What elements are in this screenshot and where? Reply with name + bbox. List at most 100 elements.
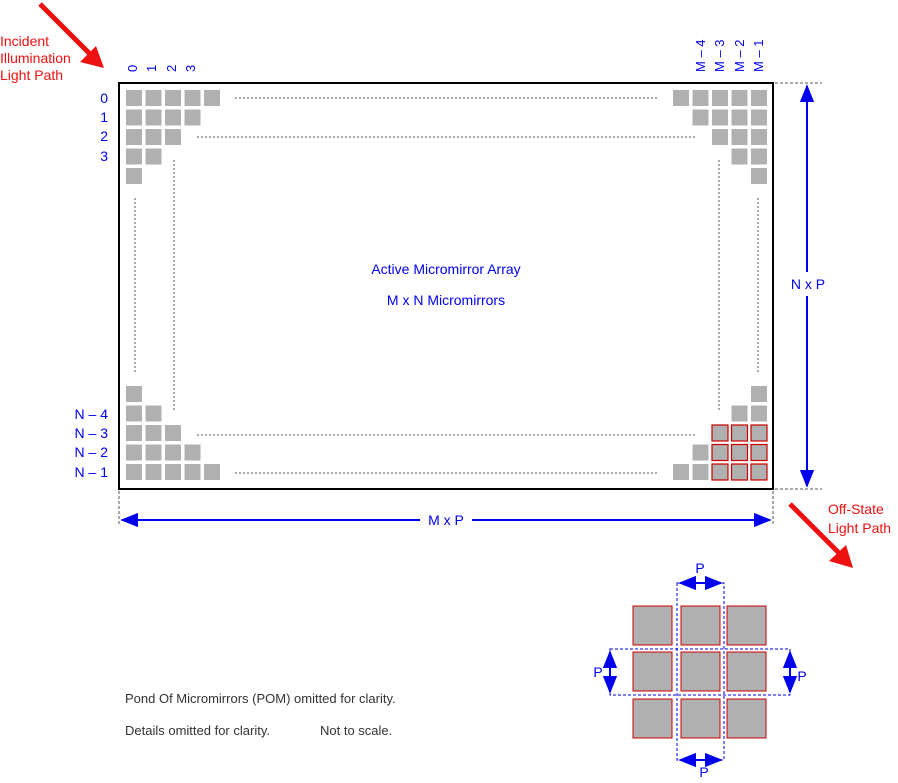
- pitch-label-right: P: [797, 668, 806, 684]
- mirror-square-top-left: [126, 90, 142, 106]
- offstate-arrow: [788, 502, 842, 556]
- mirror-square-bottom-left: [165, 464, 181, 480]
- mirror-square-top-left: [204, 90, 220, 106]
- note-pom: Pond Of Micromirrors (POM) omitted for c…: [125, 691, 396, 706]
- pitch-mirror-square: [680, 651, 721, 692]
- mirror-square-bottom-left: [165, 425, 181, 441]
- dotted-continuations: [134, 97, 759, 474]
- col-label-2: 2: [164, 65, 179, 72]
- incident-label-line3: Light Path: [0, 67, 63, 83]
- col-label-m2: M – 2: [732, 39, 747, 72]
- col-label-3: 3: [183, 65, 198, 72]
- mirror-square-top-right: [712, 90, 728, 106]
- row-label-0: 0: [100, 90, 108, 106]
- row-label-n4: N – 4: [75, 406, 109, 422]
- pitch-mirror-square: [680, 698, 721, 739]
- mirror-square-bottom-right: [750, 424, 768, 442]
- row-label-n3: N – 3: [75, 425, 109, 441]
- mirror-square-bottom-right: [711, 443, 729, 462]
- mirror-square-bottom-right: [750, 443, 768, 462]
- row-label-1: 1: [100, 109, 108, 125]
- note-details: Details omitted for clarity.: [125, 723, 270, 738]
- mirror-square-top-right: [712, 109, 728, 126]
- array-frame: [118, 82, 774, 490]
- mirror-square-bottom-right: [751, 386, 767, 402]
- mirror-square-top-right: [751, 109, 767, 126]
- mirror-square-bottom-right: [692, 464, 709, 480]
- mirror-square-top-right: [731, 129, 748, 145]
- mirror-square-bottom-left: [126, 464, 142, 480]
- width-dimension-label: M x P: [428, 512, 464, 528]
- col-label-m3: M – 3: [712, 39, 727, 72]
- array-title: Active Micromirror Array: [371, 261, 520, 277]
- mirror-square-bottom-left: [126, 425, 142, 441]
- row-label-3: 3: [100, 148, 108, 164]
- mirror-square-bottom-left: [184, 464, 201, 480]
- mirror-square-top-right: [692, 109, 709, 126]
- mirror-squares: [126, 90, 768, 481]
- mirror-square-bottom-left: [145, 425, 162, 441]
- row-label-n2: N – 2: [75, 444, 109, 460]
- mirror-square-top-left: [126, 109, 142, 126]
- incident-arrow: [38, 2, 92, 56]
- mirror-square-bottom-right: [730, 443, 749, 462]
- mirror-square-bottom-left: [126, 405, 142, 422]
- incident-arrowhead: [80, 46, 104, 68]
- mirror-square-top-right: [751, 129, 767, 145]
- pitch-mirror-square: [632, 698, 673, 739]
- mirror-square-bottom-right: [731, 405, 748, 422]
- row-label-n1: N – 1: [75, 464, 109, 480]
- mirror-square-bottom-right: [711, 463, 729, 481]
- mirror-square-bottom-right: [730, 424, 749, 442]
- mirror-square-bottom-left: [145, 444, 162, 461]
- col-label-m1: M – 1: [751, 39, 766, 72]
- mirror-square-top-right: [731, 148, 748, 165]
- mirror-square-bottom-left: [165, 444, 181, 461]
- row-label-2: 2: [100, 128, 108, 144]
- height-dimension-label: N x P: [791, 276, 825, 292]
- pitch-mirror-square: [726, 651, 767, 692]
- pitch-mirror-square: [632, 651, 673, 692]
- pitch-label-top: P: [695, 560, 704, 576]
- offstate-label-line2: Light Path: [828, 520, 891, 536]
- mirror-square-bottom-left: [145, 464, 162, 480]
- mirror-square-top-left: [184, 109, 201, 126]
- pitch-label-bottom: P: [699, 764, 708, 780]
- incident-label-line2: Illumination: [0, 50, 71, 66]
- mirror-square-bottom-right: [673, 464, 689, 480]
- mirror-square-top-left: [145, 90, 162, 106]
- pitch-label-left: P: [593, 664, 602, 680]
- array-subtitle: M x N Micromirrors: [387, 292, 505, 308]
- mirror-square-top-left: [165, 129, 181, 145]
- col-label-m4: M – 4: [693, 39, 708, 72]
- mirror-square-bottom-left: [126, 386, 142, 402]
- offstate-arrowhead: [829, 545, 853, 568]
- col-label-0: 0: [125, 65, 140, 72]
- mirror-square-top-left: [184, 90, 201, 106]
- mirror-square-bottom-right: [711, 424, 729, 442]
- mirror-square-bottom-left: [204, 464, 220, 480]
- mirror-square-top-left: [126, 129, 142, 145]
- mirror-square-top-left: [145, 129, 162, 145]
- mirror-square-top-right: [673, 90, 689, 106]
- mirror-square-top-left: [165, 90, 181, 106]
- pitch-mirror-square: [726, 698, 767, 739]
- mirror-square-bottom-right: [730, 463, 749, 481]
- pitch-mirror-square: [680, 605, 721, 646]
- pitch-mirror-square: [726, 605, 767, 646]
- mirror-square-top-left: [126, 168, 142, 184]
- incident-label-line1: Incident: [0, 33, 49, 49]
- mirror-square-bottom-left: [184, 444, 201, 461]
- pitch-mirror-square: [632, 605, 673, 646]
- col-label-1: 1: [144, 65, 159, 72]
- offstate-label-line1: Off-State: [828, 501, 884, 517]
- mirror-square-bottom-left: [145, 405, 162, 422]
- pitch-detail-grid: [632, 605, 767, 739]
- mirror-square-top-left: [145, 148, 162, 165]
- mirror-square-top-right: [751, 148, 767, 165]
- mirror-square-top-left: [126, 148, 142, 165]
- mirror-square-bottom-right: [751, 405, 767, 422]
- mirror-square-top-left: [145, 109, 162, 126]
- note-scale: Not to scale.: [320, 723, 392, 738]
